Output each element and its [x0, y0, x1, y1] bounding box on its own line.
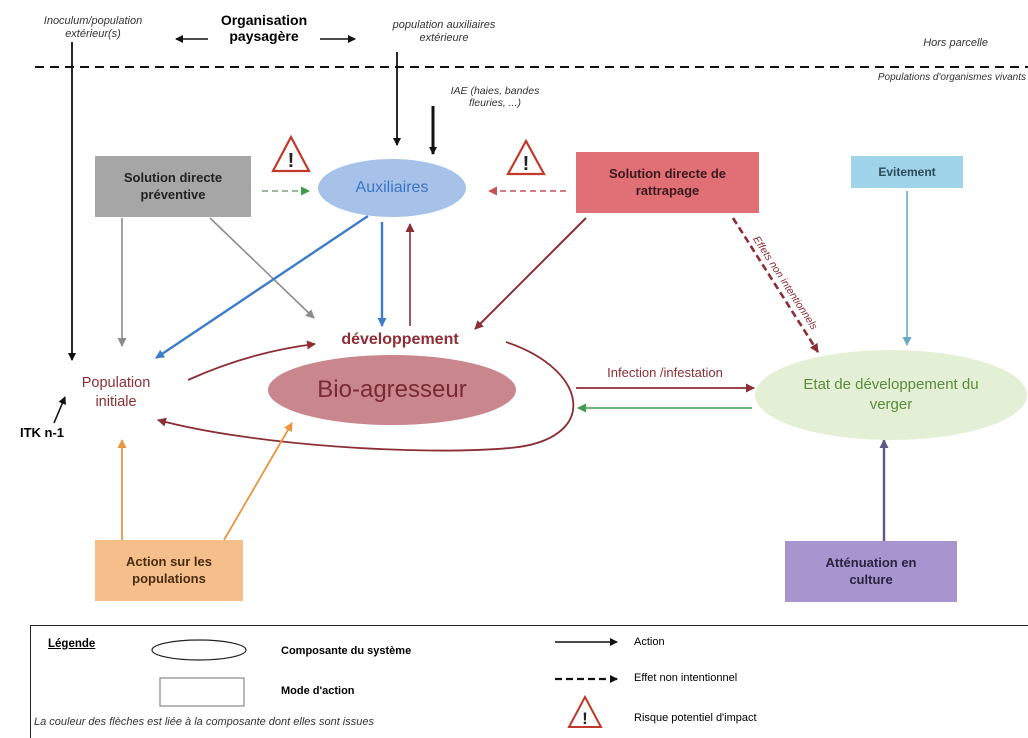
warning-triangle-icon: !: [506, 138, 546, 176]
legend-ellipse-icon: [151, 639, 247, 661]
population-auxiliaires-label: population auxiliaires extérieure: [392, 19, 496, 44]
developpement-label: développement: [341, 331, 459, 348]
legend-title: Légende: [48, 638, 96, 650]
auxiliaires-label: Auxiliaires: [355, 179, 429, 196]
arrow-bioagresseur-loop: [157, 341, 575, 452]
auxiliaires-component: Auxiliaires: [318, 159, 466, 217]
hors-parcelle-label: Hors parcelle: [923, 37, 988, 49]
attenuation-box: Atténuation en culture: [785, 541, 957, 602]
arrow-population-to-developpement: [187, 340, 316, 381]
legend-panel: [30, 625, 1028, 738]
arrow-action-to-bioagresseur: [223, 422, 293, 541]
legend-mode-label: Mode d'action: [281, 685, 355, 697]
legend-box-icon: [159, 677, 245, 707]
population-initiale-label: Population initiale: [81, 375, 151, 410]
legend-couleur-note: La couleur des flèches est liée à la com…: [34, 716, 374, 728]
legend-warning-icon: !: [567, 694, 603, 728]
svg-text:!: !: [523, 153, 530, 175]
iae-label: IAE (haies, bandes fleuries, ...): [450, 85, 540, 110]
solution-rattrapage-box: Solution directe de rattrapage: [576, 152, 759, 213]
legend-action-label: Action: [634, 636, 665, 648]
arrow-itk: [53, 396, 66, 424]
infection-label: Infection /infestation: [607, 365, 723, 380]
svg-text:!: !: [288, 150, 295, 172]
inoculum-label: Inoculum/population extérieur(s): [43, 15, 143, 40]
warning-triangle-icon: !: [271, 134, 311, 173]
arrow-preventive-to-developpement: [209, 217, 315, 319]
itk-label: ITK n-1: [19, 425, 65, 440]
action-populations-box: Action sur les populations: [95, 540, 243, 601]
legend-risque-label: Risque potentiel d'impact: [634, 712, 757, 724]
svg-text:!: !: [582, 709, 588, 728]
verger-label: Etat de développement du verger: [803, 375, 979, 413]
arrow-rattrapage-to-developpement: [474, 217, 587, 330]
populations-vivants-label: Populations d'organismes vivants: [877, 72, 1026, 83]
evitement-box: Evitement: [851, 156, 963, 188]
legend-effet-label: Effet non intentionnel: [634, 672, 738, 684]
verger-component: Etat de développement du verger: [755, 350, 1027, 440]
bio-agresseur-component: Bio-agresseur: [268, 355, 516, 425]
solution-preventive-box: Solution directe préventive: [95, 156, 251, 217]
arrow-rattrapage-to-verger-dashed: [731, 217, 820, 353]
legend-composante-label: Composante du système: [281, 645, 412, 657]
arrow-auxiliaires-to-population: [155, 215, 369, 359]
organisation-label: Organisation paysagère: [220, 12, 308, 45]
bio-agresseur-label: Bio-agresseur: [317, 376, 467, 403]
